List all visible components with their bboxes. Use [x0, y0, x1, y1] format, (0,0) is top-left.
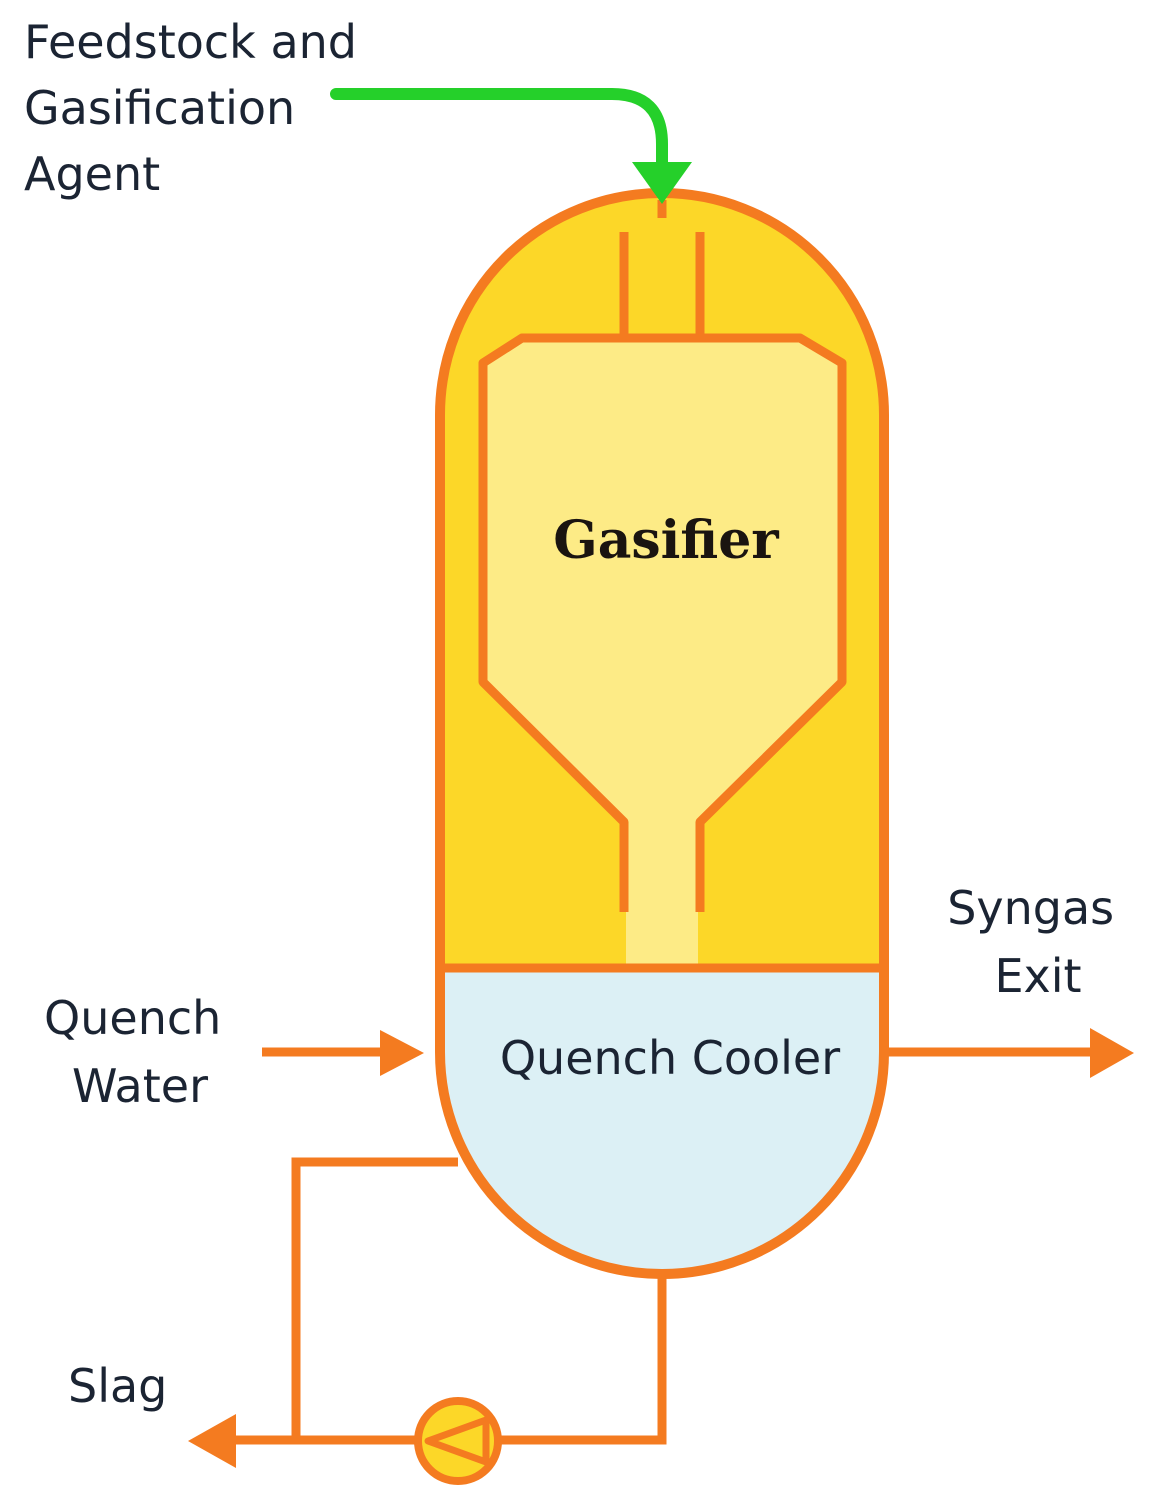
slag-recirculation-loop — [232, 1157, 667, 1445]
quench-water-label-line-2: Water — [72, 1059, 208, 1113]
syngas-exit-label: Syngas Exit — [947, 881, 1129, 1003]
quench-cooler-label: Quench Cooler — [500, 1031, 840, 1085]
syngas-exit-label-line-2: Exit — [994, 949, 1081, 1003]
feed-label-line-3: Agent — [24, 147, 160, 201]
pump-icon — [414, 1397, 502, 1485]
slag-arrow-head — [188, 1414, 236, 1468]
feed-arrow — [330, 88, 692, 204]
syngas-exit-arrow — [888, 1028, 1134, 1078]
feed-label: Feedstock and Gasification Agent — [24, 15, 372, 201]
chamber-outlet-stream — [626, 910, 698, 968]
quench-zone — [440, 968, 884, 1274]
quench-water-arrow — [262, 1030, 424, 1076]
gasifier-chamber-wall — [478, 333, 847, 912]
syngas-exit-label-line-1: Syngas — [947, 881, 1114, 935]
quench-water-label-line-1: Quench — [44, 991, 221, 1045]
feed-label-line-2: Gasification — [24, 81, 295, 135]
gasifier-label: Gasifier — [553, 510, 779, 571]
slag-label: Slag — [68, 1359, 167, 1413]
feed-label-line-1: Feedstock and — [24, 15, 357, 69]
vessel-outline — [435, 188, 889, 1279]
quench-water-label: Quench Water — [44, 991, 236, 1113]
